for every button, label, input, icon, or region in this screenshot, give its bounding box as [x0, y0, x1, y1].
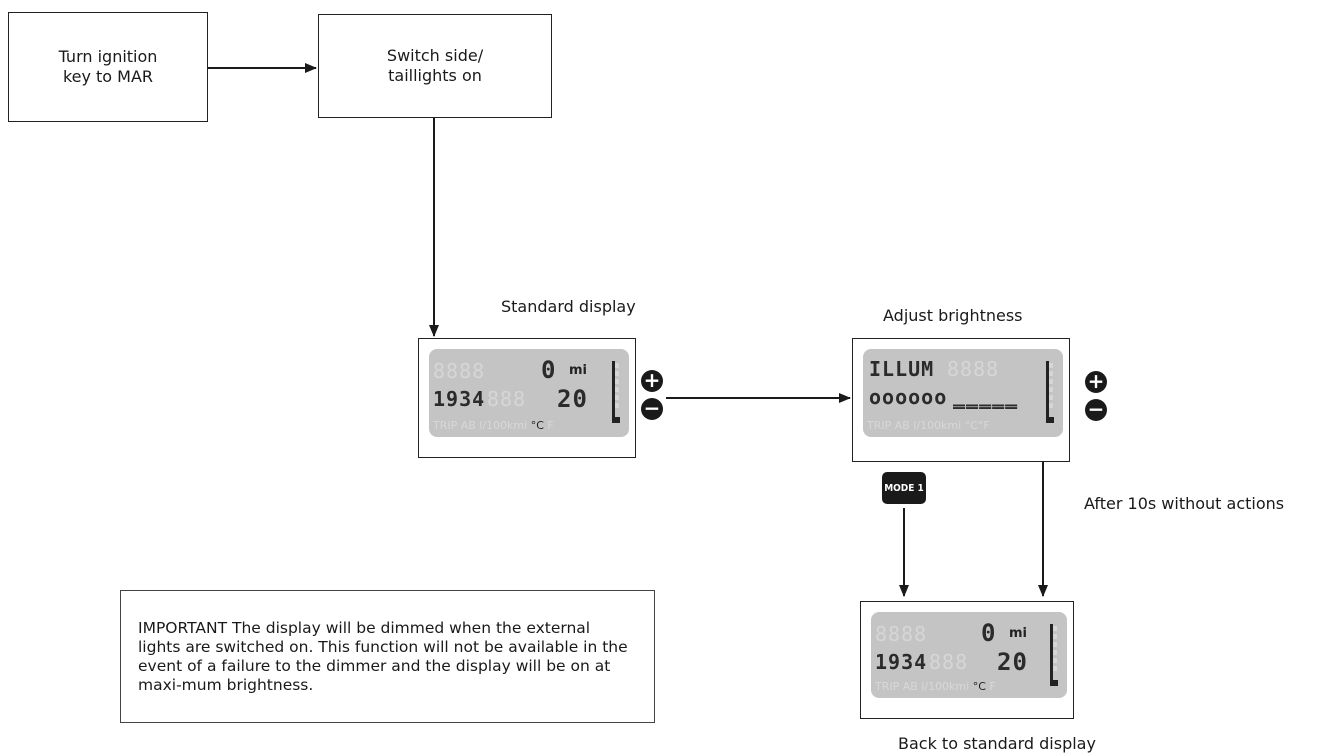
- lcd-screen: 8888 0 mi 1934 888 20 TRIP AB l/100kmi °…: [429, 349, 629, 437]
- standard-display-frame: 8888 0 mi 1934 888 20 TRIP AB l/100kmi °…: [418, 338, 636, 458]
- mode-1-button[interactable]: MODE 1: [882, 472, 926, 504]
- lcd-legend-tail-2: °C°F: [965, 419, 990, 432]
- plus-button-icon[interactable]: +: [641, 370, 663, 392]
- lcd-legend-text-2: TRIP AB l/100kmi: [867, 419, 961, 432]
- lcd-legend-2: TRIP AB l/100kmi °C°F: [867, 419, 990, 432]
- lcd-brightness-top-text: ILLUM: [869, 357, 934, 381]
- lcd-bottom-right-value-3: 20: [997, 648, 1028, 676]
- back-to-standard-label: Back to standard display: [898, 734, 1096, 753]
- lcd-unit: mi: [569, 363, 587, 378]
- adjust-brightness-label: Adjust brightness: [883, 306, 1023, 325]
- lcd-ghost-row-top: 8888: [433, 359, 485, 383]
- lcd-legend-3: TRIP AB l/100kmi °C F: [875, 680, 996, 693]
- important-note-box: IMPORTANT The display will be dimmed whe…: [120, 590, 655, 723]
- lcd-legend-tail: F: [547, 419, 553, 432]
- lcd-bottom-left-value-3: 1934: [875, 650, 927, 674]
- lcd-bottom-right-value: 20: [557, 385, 588, 413]
- minus-button-icon[interactable]: −: [641, 398, 663, 420]
- brightness-display-frame: ILLUM 8888 oooooo ‗‗‗‗‗ TRIP AB l/100kmi…: [852, 338, 1070, 462]
- lcd-top-value-3: 0: [981, 619, 996, 647]
- back-display-frame: 8888 0 mi 1934 888 20 TRIP AB l/100kmi °…: [860, 601, 1074, 719]
- important-note-text: IMPORTANT The display will be dimmed whe…: [138, 619, 634, 695]
- lcd-top-value: 0: [541, 356, 556, 384]
- lcd-ghost-row-bottom: 888: [487, 387, 526, 411]
- lcd-ghost-row-bottom-3: 888: [929, 650, 968, 674]
- plus-button-icon-2[interactable]: +: [1085, 371, 1107, 393]
- lcd-level-bar-2: [1046, 361, 1053, 423]
- lcd-brightness-bottom-text: oooooo: [869, 385, 947, 409]
- step-lights-text: Switch side/ taillights on: [387, 46, 483, 86]
- lcd-screen-back: 8888 0 mi 1934 888 20 TRIP AB l/100kmi °…: [871, 612, 1067, 698]
- lcd-legend-text: TRIP AB l/100kmi: [433, 419, 527, 432]
- lcd-level-bar-3: [1050, 624, 1057, 686]
- lcd-temp-unit-3: °C: [973, 680, 986, 693]
- lcd-temp-unit: °C: [531, 419, 544, 432]
- lcd-legend-text-3: TRIP AB l/100kmi: [875, 680, 969, 693]
- lcd-legend-tail-3: F: [989, 680, 995, 693]
- minus-button-icon-2[interactable]: −: [1085, 399, 1107, 421]
- lcd-screen-brightness: ILLUM 8888 oooooo ‗‗‗‗‗ TRIP AB l/100kmi…: [863, 349, 1063, 437]
- step-ignition-box: Turn ignition key to MAR: [8, 12, 208, 122]
- lcd-ghost-row-top-2: 8888: [947, 357, 999, 381]
- lcd-dash-row: ‗‗‗‗‗: [953, 385, 1018, 409]
- step-lights-box: Switch side/ taillights on: [318, 14, 552, 118]
- lcd-bottom-left-value: 1934: [433, 387, 485, 411]
- lcd-unit-3: mi: [1009, 626, 1027, 641]
- lcd-level-bar: [612, 361, 619, 423]
- after-timeout-label: After 10s without actions: [1084, 494, 1284, 513]
- lcd-ghost-row-top-3: 8888: [875, 622, 927, 646]
- lcd-legend: TRIP AB l/100kmi °C F: [433, 419, 554, 432]
- standard-display-label: Standard display: [501, 297, 636, 316]
- step-ignition-text: Turn ignition key to MAR: [59, 47, 158, 87]
